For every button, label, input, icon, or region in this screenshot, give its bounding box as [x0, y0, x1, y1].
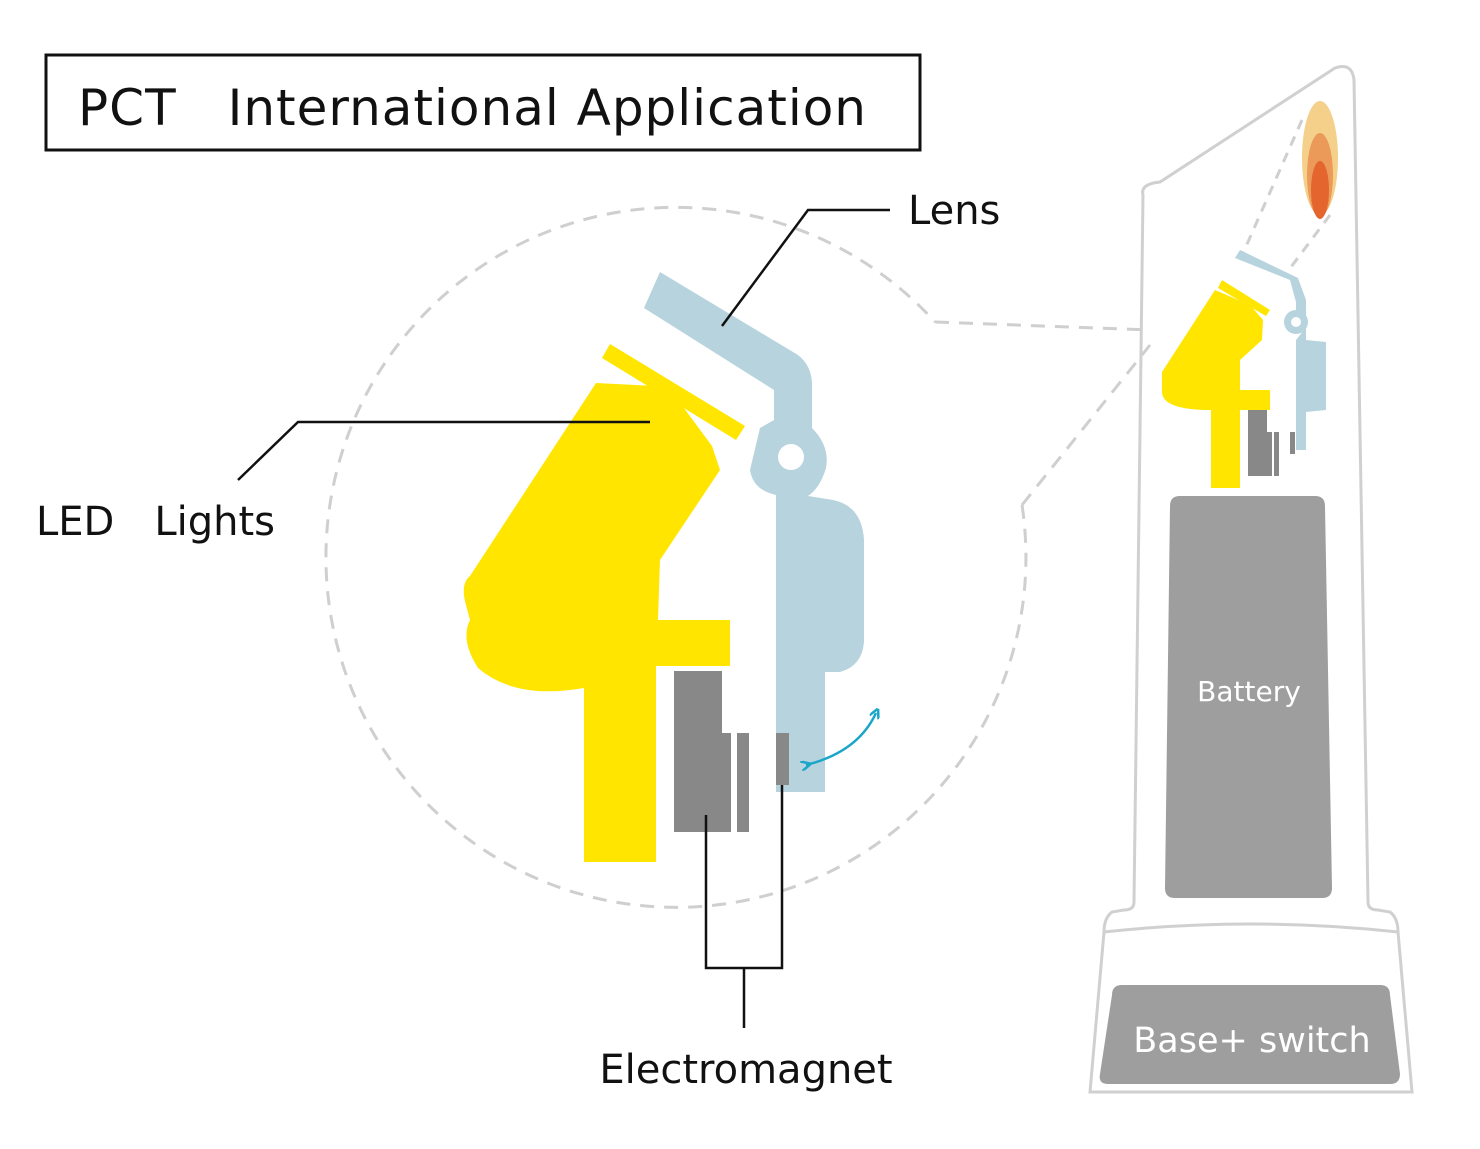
title-box: PCT International Application [44, 53, 922, 152]
flame-icon [1302, 101, 1338, 219]
electromagnet-coil [674, 671, 731, 832]
led-lights-label: LED Lights [36, 499, 275, 545]
electromagnet [674, 671, 789, 832]
battery: Battery [1165, 496, 1332, 898]
magnification-callout [324, 205, 1152, 909]
small-electromagnet [1248, 410, 1295, 476]
lamp-base-divider [1103, 922, 1399, 934]
led-body [463, 383, 730, 862]
base-switch: Base+ switch [1099, 985, 1400, 1084]
lamp-body-outline [1088, 65, 1414, 1094]
lens-label: Lens [908, 188, 1000, 234]
lens-body [644, 272, 864, 792]
electromagnet-plate [737, 733, 749, 832]
zoom-circle [324, 205, 1028, 909]
callout-lines [237, 208, 890, 1028]
led-lights [463, 344, 745, 862]
lens-leader [720, 208, 890, 327]
base-switch-label: Base+ switch [1133, 1021, 1370, 1061]
lens-arm [644, 272, 864, 792]
led-leader [237, 420, 650, 481]
lamp-housing [1088, 65, 1414, 1094]
zoom-connector-bottom [1020, 344, 1152, 506]
electromagnet-label: Electromagnet [599, 1047, 892, 1093]
zoom-connector-top [934, 320, 1151, 332]
electromagnet-leader [704, 785, 784, 1028]
rotation-arrow-icon [806, 713, 876, 765]
electromagnet-armature [776, 733, 789, 785]
page-title: PCT International Application [78, 79, 867, 137]
led-plate [602, 344, 745, 440]
lens-pivot-hole [778, 444, 804, 470]
battery-label: Battery [1197, 675, 1301, 708]
light-rays [1238, 119, 1332, 276]
small-lens [1235, 250, 1326, 450]
small-led [1161, 280, 1270, 488]
small-mechanism [1161, 250, 1326, 488]
